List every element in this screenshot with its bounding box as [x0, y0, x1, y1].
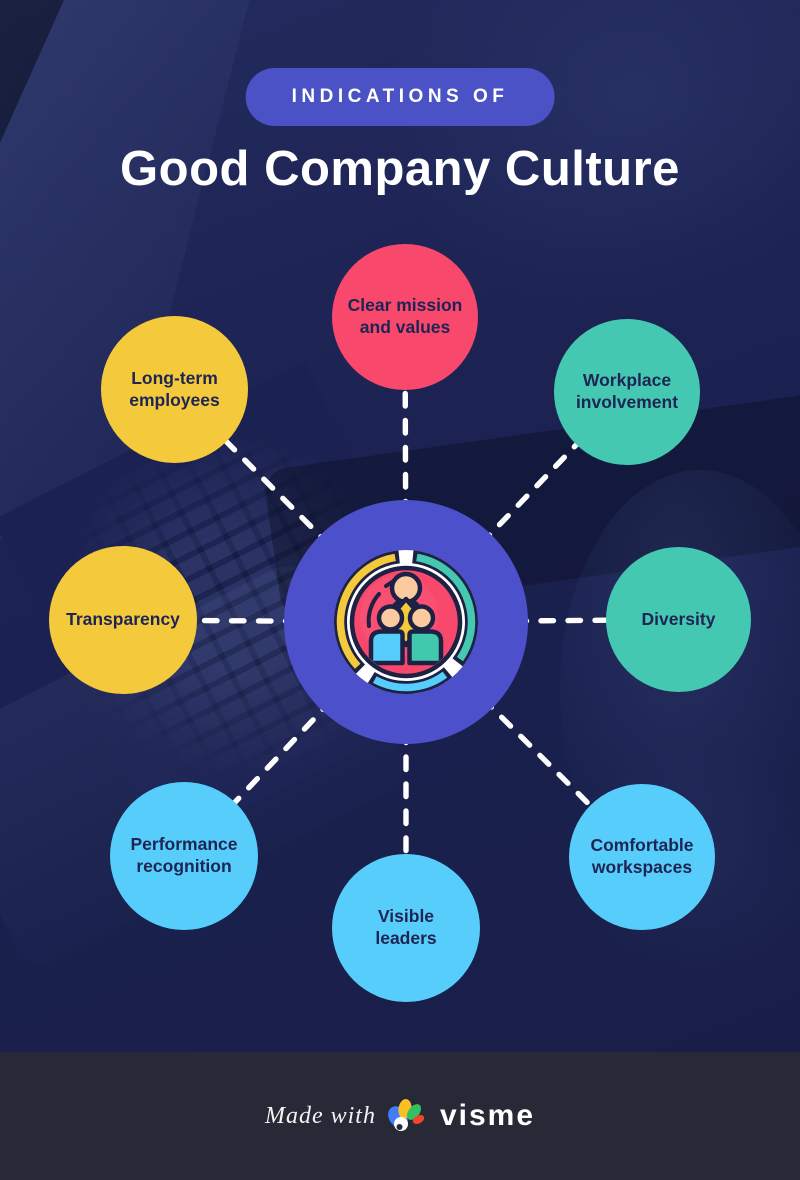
- node-label: Comfortable workspaces: [590, 835, 694, 877]
- node-label: Long-term employees: [129, 367, 220, 410]
- node-label: Transparency: [66, 609, 180, 630]
- page-title: Good Company Culture: [120, 142, 680, 196]
- node-label: Diversity: [641, 608, 716, 629]
- node-clear-mission-and-values: Clear mission and values: [332, 244, 478, 390]
- node-label: Performance recognition: [130, 834, 238, 876]
- header-badge: INDICATIONS OF: [245, 68, 555, 126]
- node-label: Visible leaders: [375, 906, 437, 948]
- node-label: Clear mission and values: [347, 295, 463, 337]
- node-label: Workplace involvement: [575, 370, 679, 412]
- node-long-term-employees: Long-term employees: [101, 316, 248, 463]
- node-performance-recognition: Performance recognition: [110, 782, 258, 930]
- node-workplace-involvement: Workplace involvement: [554, 319, 700, 465]
- node-comfortable-workspaces: Comfortable workspaces: [569, 784, 715, 930]
- made-with-text: Made with: [264, 1102, 376, 1129]
- people-community-ring-icon: [334, 550, 478, 694]
- node-visible-leaders: Visible leaders: [332, 854, 480, 1002]
- central-hub-circle: [284, 500, 528, 744]
- node-transparency: Transparency: [49, 546, 197, 694]
- node-diversity: Diversity: [606, 547, 751, 692]
- footer-bar: Made with visme: [0, 1052, 800, 1180]
- visme-chameleon-icon: [388, 1099, 425, 1131]
- visme-wordmark: visme: [439, 1099, 536, 1132]
